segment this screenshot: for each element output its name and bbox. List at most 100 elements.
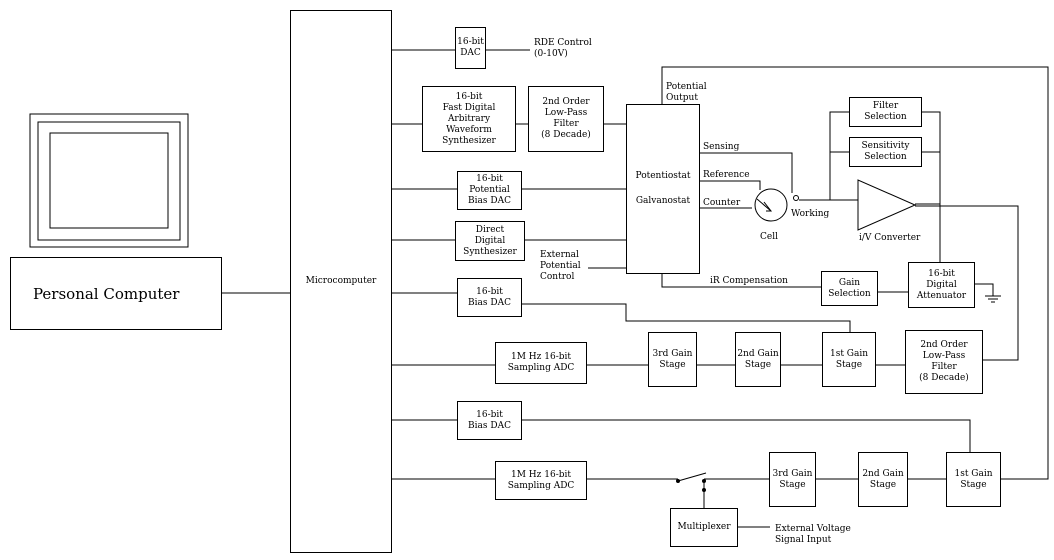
ext-voltage-line-1: External Voltage xyxy=(775,524,851,534)
digital-attenuator-line-3: Attenuator xyxy=(916,290,967,301)
external-voltage-input-label: External Voltage Signal Input xyxy=(775,524,851,546)
waveform-synth-line-2: Fast Digital xyxy=(442,102,496,113)
gain2-b-line-1: 2nd Gain xyxy=(862,468,904,479)
gain1-b-line-2: Stage xyxy=(960,479,987,490)
galvanostat-label: Galvanostat xyxy=(635,196,691,206)
filter-selection-line-1: Filter xyxy=(872,101,899,111)
direct-digital-synthesizer-block: Direct Digital Synthesizer xyxy=(455,221,525,261)
gain-selection-line-2: Selection xyxy=(828,288,871,299)
potential-output-line-2: Output xyxy=(666,93,698,103)
gain2-b-line-2: Stage xyxy=(869,479,897,490)
lpf-top-line-1: 2nd Order xyxy=(542,97,590,107)
dds-line-2: Digital xyxy=(474,235,506,246)
digital-attenuator-line-2: Digital xyxy=(926,279,957,290)
lpf-mid-line-1: 2nd Order xyxy=(920,340,968,350)
gain2-a-line-1: 2nd Gain xyxy=(737,348,779,359)
ext-voltage-line-2: Signal Input xyxy=(775,535,832,545)
potential-bias-dac-line-3: Bias DAC xyxy=(468,196,511,206)
gain1-stage-b-block: 1st Gain Stage xyxy=(946,452,1001,507)
reference-label: Reference xyxy=(703,170,750,180)
bias-dac-2-block: 16-bit Bias DAC xyxy=(457,401,522,440)
gain1-stage-a-block: 1st Gain Stage xyxy=(822,332,876,387)
potential-output-label: Potential Output xyxy=(666,82,707,104)
potential-bias-dac-block: 16-bit Potential Bias DAC xyxy=(457,171,522,210)
gain1-b-line-1: 1st Gain xyxy=(954,468,993,479)
gain1-a-line-2: Stage xyxy=(835,359,863,370)
rde-dac-block: 16-bit DAC xyxy=(455,27,486,69)
iv-converter-label: i/V Converter xyxy=(859,233,921,243)
filter-selection-block: Filter Selection xyxy=(849,97,922,127)
multiplexer-label: Multiplexer xyxy=(677,522,731,532)
gain3-b-line-2: Stage xyxy=(779,479,806,490)
lpf-mid-line-3: Filter xyxy=(931,362,957,372)
lpf-top-block: 2nd Order Low-Pass Filter (8 Decade) xyxy=(528,86,604,152)
gain3-stage-b-block: 3rd Gain Stage xyxy=(769,452,816,507)
dds-line-3: Synthesizer xyxy=(463,246,517,257)
filter-selection-line-2: Selection xyxy=(864,112,907,122)
rde-dac-line-2: DAC xyxy=(460,48,481,58)
gain3-b-line-1: 3rd Gain xyxy=(772,468,813,479)
lpf-top-line-4: (8 Decade) xyxy=(541,130,591,140)
waveform-synth-line-1: 16-bit xyxy=(455,91,483,102)
adc-1-line-2: Sampling ADC xyxy=(507,363,575,373)
lpf-mid-block: 2nd Order Low-Pass Filter (8 Decade) xyxy=(905,330,983,394)
gain3-a-line-2: Stage xyxy=(659,359,686,370)
adc-2-line-1: 1M Hz 16-bit xyxy=(510,469,571,480)
microcomputer-label: Microcomputer xyxy=(305,276,377,286)
working-label: Working xyxy=(791,209,830,219)
gain2-stage-a-block: 2nd Gain Stage xyxy=(735,332,781,387)
personal-computer-label: Personal Computer xyxy=(33,284,180,303)
multiplexer-block: Multiplexer xyxy=(670,508,738,547)
waveform-synth-line-3: Arbitrary xyxy=(447,113,491,124)
potentiostat-block: Potentiostat Galvanostat xyxy=(626,104,700,274)
rde-dac-line-1: 16-bit xyxy=(457,37,484,47)
adc-2-line-2: Sampling ADC xyxy=(507,480,575,491)
ext-pot-line-3: Control xyxy=(540,272,575,282)
counter-label: Counter xyxy=(703,198,741,208)
sensitivity-selection-line-2: Selection xyxy=(864,152,907,162)
personal-computer-block: Personal Computer xyxy=(10,257,222,330)
adc-1-line-1: 1M Hz 16-bit xyxy=(510,352,571,362)
potential-bias-dac-line-1: 16-bit xyxy=(476,174,503,184)
sensitivity-selection-block: Sensitivity Selection xyxy=(849,137,922,167)
gain-selection-line-1: Gain xyxy=(838,277,861,288)
gain2-a-line-2: Stage xyxy=(744,359,772,370)
potential-bias-dac-line-2: Potential xyxy=(469,185,510,195)
digital-attenuator-line-1: 16-bit xyxy=(928,268,955,279)
sampling-adc-1-block: 1M Hz 16-bit Sampling ADC xyxy=(495,342,587,384)
rde-control-line-2: (0-10V) xyxy=(534,49,568,59)
microcomputer-block: Microcomputer xyxy=(290,10,392,553)
sensing-label: Sensing xyxy=(703,142,740,152)
gain2-stage-b-block: 2nd Gain Stage xyxy=(858,452,908,507)
digital-attenuator-block: 16-bit Digital Attenuator xyxy=(908,262,975,308)
ir-compensation-label: iR Compensation xyxy=(710,276,788,286)
potentiostat-label: Potentiostat xyxy=(635,171,691,181)
lpf-top-line-3: Filter xyxy=(553,119,579,129)
ext-pot-line-1: External xyxy=(540,250,579,260)
sensitivity-selection-line-1: Sensitivity xyxy=(861,141,910,151)
waveform-synthesizer-block: 16-bit Fast Digital Arbitrary Waveform S… xyxy=(422,86,516,152)
rde-control-line-1: RDE Control xyxy=(534,38,592,48)
bias-dac-2-line-2: Bias DAC xyxy=(468,420,511,431)
potential-output-line-1: Potential xyxy=(666,82,707,92)
gain-selection-block: Gain Selection xyxy=(821,271,878,306)
ext-pot-line-2: Potential xyxy=(540,261,581,271)
lpf-top-line-2: Low-Pass xyxy=(544,108,588,118)
gain1-a-line-1: 1st Gain xyxy=(829,348,869,359)
sampling-adc-2-block: 1M Hz 16-bit Sampling ADC xyxy=(495,461,587,500)
gain3-a-line-1: 3rd Gain xyxy=(652,348,693,359)
lpf-mid-line-2: Low-Pass xyxy=(922,351,966,361)
gain3-stage-a-block: 3rd Gain Stage xyxy=(648,332,697,387)
waveform-synth-line-5: Synthesizer xyxy=(442,135,496,146)
external-potential-control-label: External Potential Control xyxy=(540,250,581,283)
lpf-mid-line-4: (8 Decade) xyxy=(919,373,969,383)
cell-label: Cell xyxy=(760,232,778,242)
bias-dac-1-block: 16-bit Bias DAC xyxy=(457,278,522,317)
bias-dac-1-line-2: Bias DAC xyxy=(468,297,511,308)
